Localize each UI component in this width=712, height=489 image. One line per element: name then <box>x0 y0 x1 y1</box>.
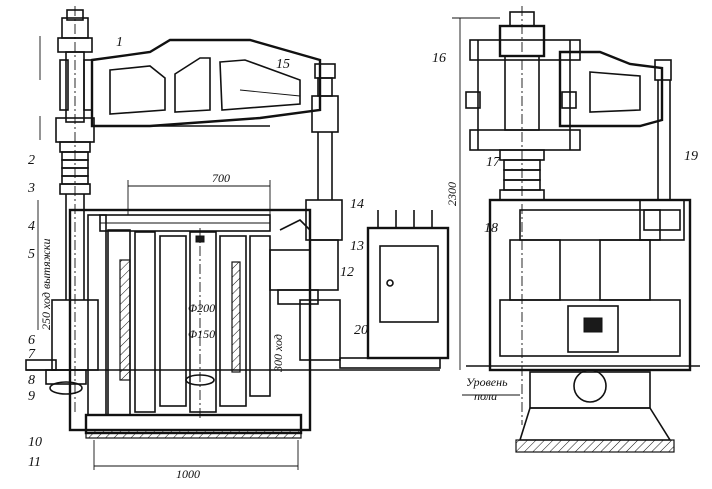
labels: 1 2 3 4 5 6 7 8 9 10 11 12 13 14 15 16 1… <box>27 35 698 481</box>
label-16: 16 <box>432 51 446 66</box>
control-cabinet <box>366 210 450 360</box>
dim-dia-150: Φ150 <box>188 327 215 341</box>
dim-height-2300: 2300 <box>445 182 459 206</box>
dim-stroke-250: 250 ход вытяжки <box>39 239 53 330</box>
spring-left <box>59 141 91 195</box>
cylinder-group <box>87 214 271 420</box>
label-10: 10 <box>28 435 42 450</box>
label-19: 19 <box>684 149 698 164</box>
label-11: 11 <box>28 455 41 470</box>
label-2: 2 <box>28 153 35 168</box>
floor-level-line1: Уровень <box>466 375 508 389</box>
label-13: 13 <box>350 239 364 254</box>
label-14: 14 <box>350 197 364 212</box>
label-9: 9 <box>28 389 35 404</box>
dim-700: 700 <box>212 171 230 185</box>
front-view <box>25 6 441 470</box>
label-17: 17 <box>486 155 501 170</box>
label-6: 6 <box>28 333 35 348</box>
dim-1000: 1000 <box>176 467 200 481</box>
label-18: 18 <box>484 221 498 236</box>
dim-stroke-300: 300 ход <box>271 334 285 373</box>
label-3: 3 <box>27 181 35 196</box>
label-15: 15 <box>276 57 290 72</box>
label-20: 20 <box>354 323 368 338</box>
label-4: 4 <box>28 219 35 234</box>
label-8: 8 <box>28 373 35 388</box>
label-12: 12 <box>340 265 354 280</box>
floor-level-line2: пола <box>474 389 497 403</box>
upper-crosshead <box>90 38 322 128</box>
side-view <box>452 6 700 453</box>
label-5: 5 <box>28 247 35 262</box>
label-1: 1 <box>116 35 123 50</box>
dim-dia-200: Φ200 <box>188 301 215 315</box>
label-7: 7 <box>28 347 36 362</box>
